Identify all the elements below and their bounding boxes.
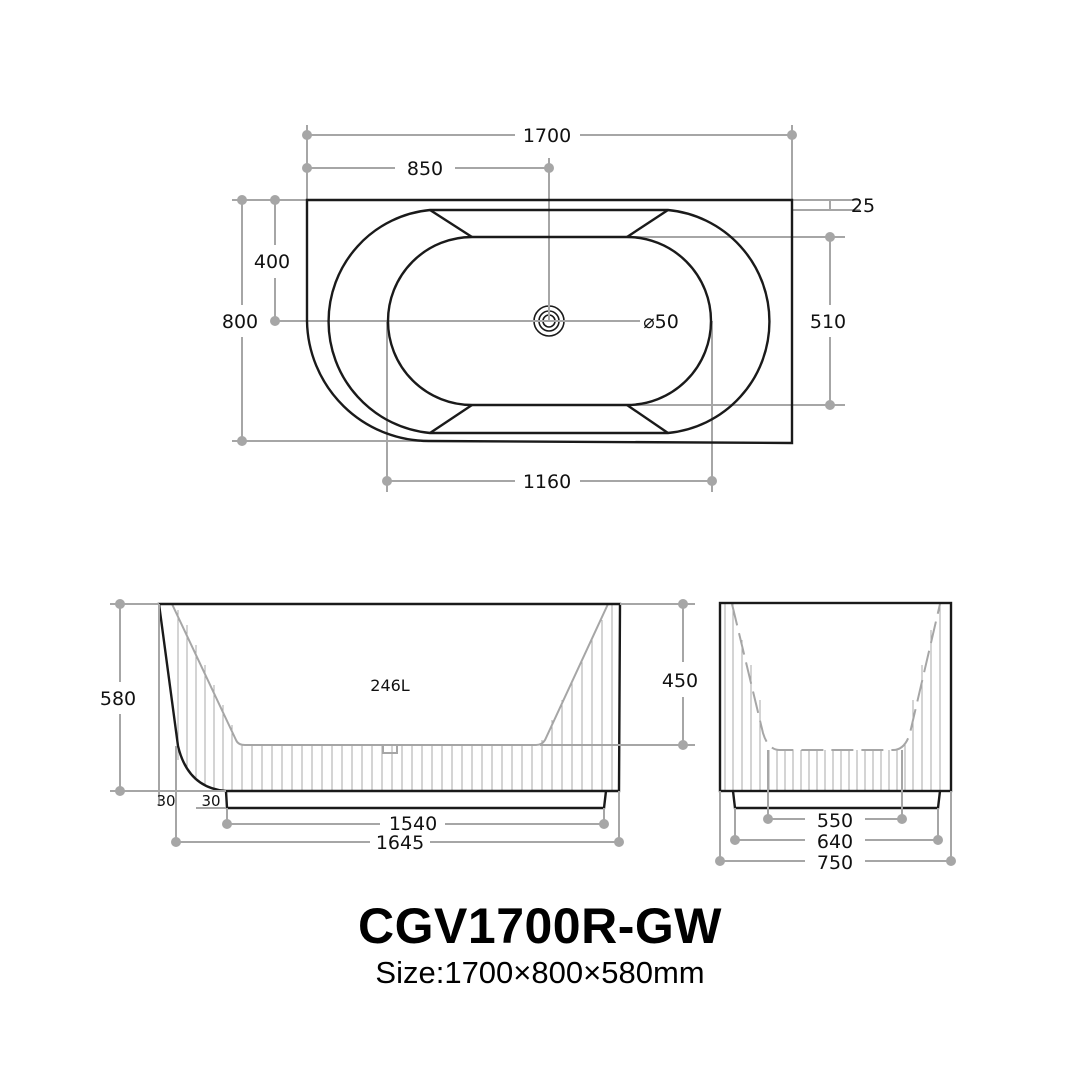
side-view: 550 640 750 — [715, 601, 956, 874]
dim-overall-bottom-length: 1645 — [376, 832, 424, 854]
dim-offset-left: 30 — [156, 792, 175, 810]
size-label: Size:1700×800×580mm — [375, 955, 705, 990]
tub-outline-front — [157, 602, 622, 793]
dim-center-offset: 850 — [407, 158, 443, 180]
front-view: 580 450 246L 30 30 1540 1645 — [100, 599, 698, 854]
dim-offset-base: 30 — [201, 792, 220, 810]
side-fluted-texture — [724, 604, 941, 791]
model-title: CGV1700R-GW — [358, 898, 722, 954]
fluted-texture — [177, 605, 613, 790]
dim-base-length: 1540 — [389, 813, 437, 835]
plinth-front — [224, 790, 608, 810]
side-basin-profile — [731, 603, 941, 751]
dim-basin-width: 510 — [810, 311, 846, 333]
tub-outline-side — [718, 601, 953, 793]
dim-side-overall-width: 750 — [817, 852, 853, 874]
dim-overall-width: 800 — [222, 311, 258, 333]
capacity-label: 246L — [370, 676, 410, 695]
dim-basin-length: 1160 — [523, 471, 571, 493]
dim-base-width: 640 — [817, 831, 853, 853]
front-basin-profile — [171, 603, 609, 746]
plinth-side — [731, 790, 942, 810]
dim-height: 580 — [100, 688, 136, 710]
dim-overall-length: 1700 — [523, 125, 571, 147]
dim-inner-bottom-width: 550 — [817, 810, 853, 832]
top-view: 1700 850 25 800 400 510 1160 — [222, 125, 875, 493]
dim-drain-diameter: ⌀50 — [643, 311, 679, 333]
tub-outline-top — [305, 198, 794, 445]
dim-rim-offset: 25 — [851, 195, 875, 217]
drain-icon — [520, 300, 636, 337]
dim-half-width: 400 — [254, 251, 290, 273]
dim-inner-depth: 450 — [662, 670, 698, 692]
